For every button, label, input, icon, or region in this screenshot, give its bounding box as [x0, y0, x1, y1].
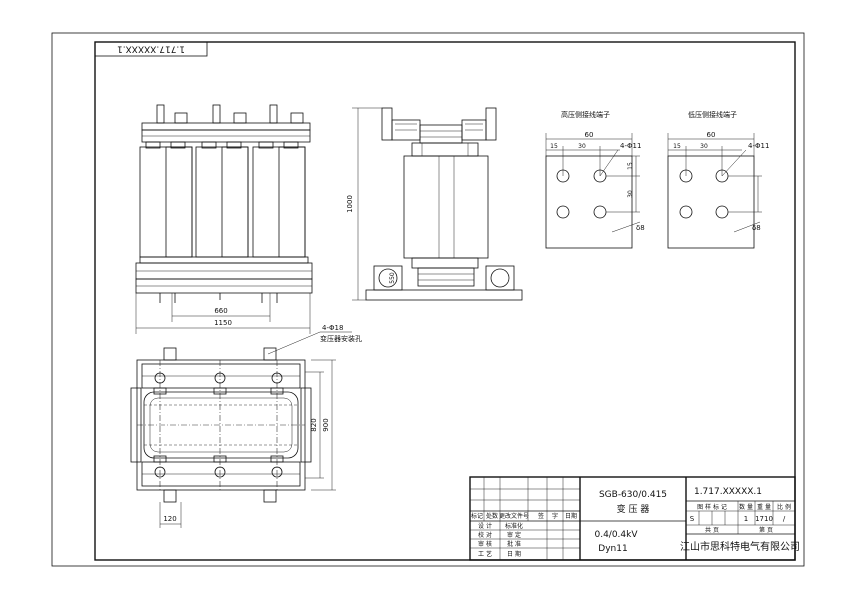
meta-mark-value: S [690, 515, 695, 523]
plan-holes-note: 4-Φ18 [322, 324, 343, 332]
hv-dim-v15: 15 [627, 162, 634, 170]
sign-check: 校 对 [478, 531, 492, 539]
meta-weight-value: 1710 [755, 515, 773, 523]
lv-thickness: δ8 [752, 224, 761, 232]
meta-scale-value: / [783, 515, 786, 523]
hv-dim-15: 15 [550, 143, 558, 150]
hv-dim-v30: 30 [627, 190, 634, 198]
side-wheel-left [373, 265, 403, 291]
dim-side-height: 1000 [346, 195, 354, 213]
lv-dim-width: 60 [707, 131, 716, 139]
lv-dim-30: 30 [700, 143, 708, 150]
side-view: 1000 550 [346, 107, 523, 301]
rev-header-sign: 签 [538, 512, 544, 520]
dim-side-base: 550 [389, 272, 396, 284]
lv-terminal-detail: 低压侧接线端子 60 15 30 4-Φ11 δ8 [667, 110, 769, 249]
lv-terminal-plate [667, 155, 755, 249]
dim-plan-overall: 900 [322, 418, 330, 431]
plan-view: 4-Φ18 变压器安装孔 820 900 120 [130, 324, 362, 528]
sheets-total: 共 页 [705, 526, 719, 534]
lv-dim-15: 15 [673, 143, 681, 150]
sign-approve: 审 定 [507, 531, 521, 539]
hv-terminal-detail: 高压侧接线端子 60 15 30 4-Φ11 15 30 δ8 [545, 110, 645, 249]
lv-hole-note: 4-Φ11 [748, 142, 769, 150]
meta-qty-value: 1 [744, 515, 748, 523]
product-model: SGB-630/0.415 [599, 490, 667, 500]
side-wheel-right [485, 265, 515, 291]
lv-terminal-title: 低压侧接线端子 [688, 110, 737, 119]
sign-process: 工 艺 [478, 550, 492, 558]
drawing-number: 1.717.XXXXX.1 [694, 487, 762, 497]
hv-hole-note: 4-Φ11 [620, 142, 641, 150]
front-view: 660 1150 [135, 104, 313, 334]
hv-terminal-plate [545, 155, 633, 249]
dim-front-overall: 1150 [214, 319, 232, 327]
sheet-inner-border [94, 41, 796, 561]
sign-review: 审 核 [478, 540, 492, 548]
rotated-code-text: 1.717.XXXXX.1 [117, 44, 185, 54]
product-connection: Dyn11 [598, 544, 627, 554]
dim-plan-120: 120 [163, 515, 176, 523]
title-block: 标记 处数 更改文件号 签 字 日期 设 计 校 对 审 核 工 艺 标准化 审… [469, 476, 800, 561]
sign-design: 设 计 [478, 522, 492, 530]
meta-weight-header: 重 量 [757, 503, 771, 511]
sign-standard: 标准化 [505, 522, 523, 530]
sheet-number: 第 页 [759, 526, 773, 534]
hv-dim-30: 30 [578, 143, 586, 150]
side-coil [403, 155, 489, 259]
product-voltage: 0.4/0.4kV [594, 530, 638, 540]
rev-header-date: 日期 [565, 512, 577, 520]
rev-header-count: 处数 [486, 512, 498, 520]
dim-front-inner: 660 [214, 307, 227, 315]
rotated-code-stamp: 1.717.XXXXX.1 [94, 41, 208, 57]
meta-mark-header: 图 样 标 记 [697, 503, 727, 511]
sign-date: 日 期 [507, 550, 521, 558]
plan-holes-label: 变压器安装孔 [320, 334, 362, 343]
hv-terminal-title: 高压侧接线端子 [561, 110, 610, 119]
rev-header-mark: 标记 [471, 512, 483, 520]
sheet-outer-border [51, 32, 805, 567]
sign-ratify: 批 准 [507, 540, 521, 548]
company-name: 江山市思科特电气有限公司 [680, 540, 800, 553]
hv-dim-width: 60 [585, 131, 594, 139]
product-name: 变 压 器 [617, 503, 650, 515]
dim-plan-inner: 820 [310, 418, 318, 431]
meta-scale-header: 比 例 [777, 503, 791, 511]
hv-thickness: δ8 [636, 224, 645, 232]
meta-qty-header: 数 量 [739, 503, 753, 511]
rev-header-char: 字 [552, 512, 558, 520]
rev-header-file: 更改文件号 [499, 512, 529, 520]
